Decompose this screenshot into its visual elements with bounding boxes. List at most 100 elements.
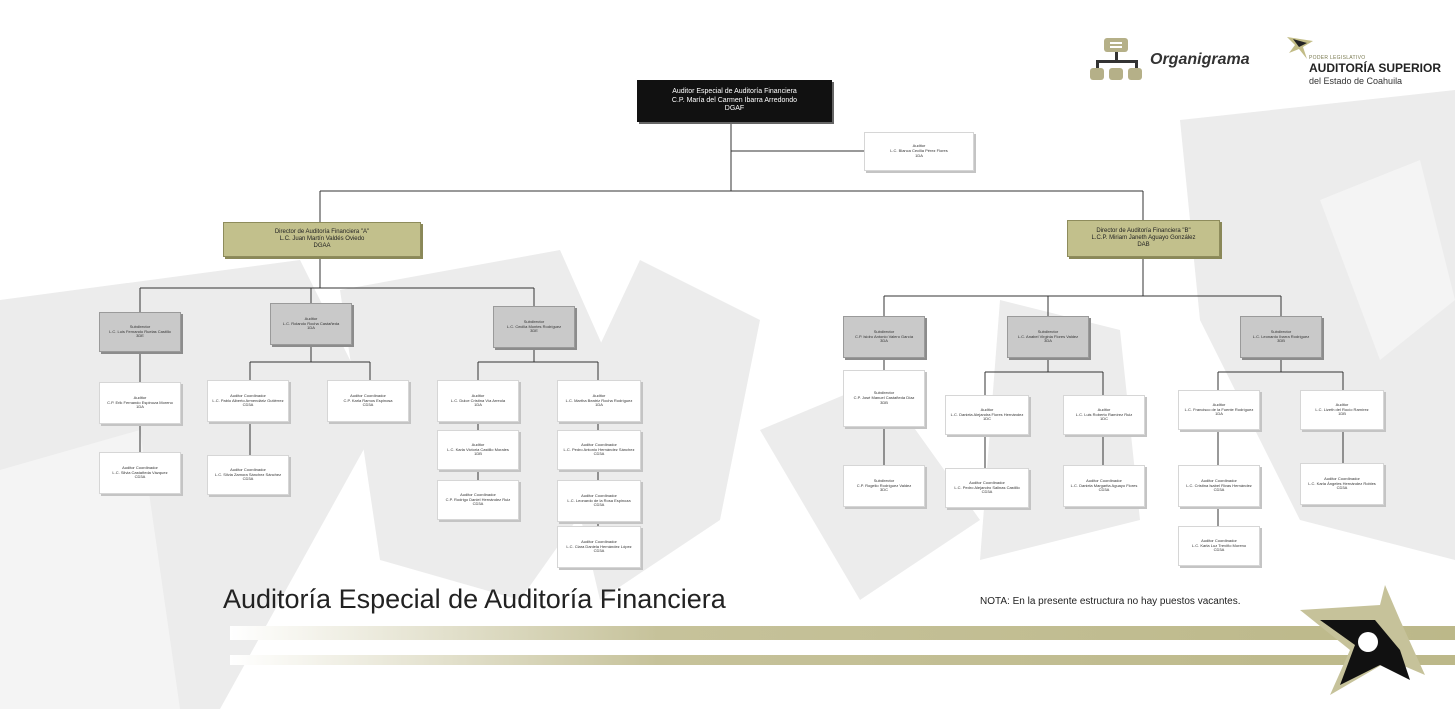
- node-person: L.C. Daniela Margarita Aguayo Flores: [1070, 482, 1138, 488]
- org-node-a3l3: Auditor Coordinador C.P. Rodrigo Daniel …: [437, 480, 519, 520]
- node-person: L.C. Leonardo Ibarra Rodríguez: [1252, 333, 1310, 339]
- org-node-b1: Subdirector C.P. Isidro Antonio Valero G…: [843, 316, 925, 358]
- node-code: 1DA: [595, 402, 603, 408]
- logo-main-text: AUDITORÍA SUPERIOR: [1309, 61, 1442, 75]
- node-role: Subdirector: [873, 328, 895, 334]
- node-person: L.C. Juan Martín Valdés Oviedo: [279, 235, 365, 242]
- node-person: L.C. Silvia Zamora Sánchez Sánchez: [214, 471, 282, 477]
- node-person: L.C. Karla Ángeles Hernández Robles: [1308, 480, 1376, 486]
- node-code: CD3A: [134, 474, 146, 480]
- node-person: C.P. Erik Fernando Espinoza Moreno: [107, 399, 173, 405]
- node-code: 1DA: [136, 404, 144, 410]
- node-role: Subdirector: [873, 390, 895, 396]
- node-code: 1DC: [1099, 416, 1108, 422]
- org-node-a3r4: Auditor Coordinador L.C. Clara Daniela H…: [557, 526, 641, 568]
- node-person: L.C.P. Miriam Janeth Aguayo González: [1091, 234, 1196, 241]
- node-person: L.C. Silvia Castañeda Vázquez: [112, 469, 168, 475]
- node-role: Auditor Coordinador: [1201, 477, 1237, 483]
- org-node-a3r1: Auditor L.C. Martha Beatriz Rocha Rodríg…: [557, 380, 641, 422]
- node-person: L.C. Daniela Alejandra Flores Hernández: [950, 411, 1024, 417]
- org-node-director-b: Director de Auditoría Financiera "B" L.C…: [1067, 220, 1220, 257]
- org-node-b3l3: Auditor Coordinador L.C. Karla Luz Trevi…: [1178, 526, 1260, 566]
- node-person: L.C. Rolando Rocha Castañeda: [282, 320, 340, 326]
- node-person: L.C. Pedro Alejandro Salinas Castillo: [954, 484, 1020, 490]
- node-code: CD3A: [1213, 487, 1225, 493]
- logo-sub-text: del Estado de Coahuila: [1309, 76, 1403, 86]
- node-code: 1DA: [474, 402, 482, 408]
- node-person: L.C. Luis Roberto Ramírez Ruiz: [1075, 411, 1133, 417]
- node-person: L.C. Luis Fernando Ruelas Castillo: [109, 328, 171, 334]
- node-role: Auditor: [471, 441, 485, 447]
- node-person: L.C. Lizeth del Rocío Ramírez: [1315, 406, 1369, 412]
- node-person: L.C. Pablo Alberto Armendáriz Gutiérrez: [212, 397, 284, 403]
- node-role: Auditor: [1335, 401, 1349, 407]
- node-code: 3DE: [530, 328, 538, 334]
- org-node-a3l2: Auditor L.C. Karla Victoria Castillo Mor…: [437, 430, 519, 470]
- org-node-a3: Subdirector L.C. Cecilia Montes Rodrígue…: [493, 306, 575, 348]
- node-code: 1DB: [1338, 411, 1346, 417]
- node-role: Subdirector: [523, 318, 545, 324]
- node-code: 1DB: [474, 451, 482, 457]
- node-role: Auditor Coordinador: [581, 441, 617, 447]
- node-role: Auditor Coordinador: [230, 466, 266, 472]
- organigrama-icon: [1090, 38, 1142, 80]
- org-node-b3: Subdirector L.C. Leonardo Ibarra Rodrígu…: [1240, 316, 1322, 358]
- node-person: L.C. Dulce Cristina Vía Arreola: [450, 397, 506, 403]
- node-person: C.P. José Manuel Castañeda Díaz: [853, 395, 915, 401]
- org-node-b3l2: Auditor Coordinador L.C. Cristina Isabel…: [1178, 465, 1260, 507]
- org-node-a2c3: Auditor Coordinador L.C. Silvia Zamora S…: [207, 455, 289, 495]
- node-role: Auditor Coordinador: [581, 538, 617, 544]
- node-role: Auditor Coordinador: [1086, 477, 1122, 483]
- node-code: DGAF: [724, 105, 745, 113]
- node-person: L.C. Pedro Antonio Hernández Sánchez: [563, 446, 635, 452]
- org-node-b3r1: Auditor L.C. Lizeth del Rocío Ramírez 1D…: [1300, 390, 1384, 430]
- node-role: Director de Auditoría Financiera "B": [1096, 227, 1191, 234]
- org-node-b2l1: Auditor L.C. Daniela Alejandra Flores He…: [945, 395, 1029, 435]
- node-role: Auditor: [592, 392, 606, 398]
- corner-star-icon: [1300, 585, 1425, 695]
- org-node-a1: Subdirector L.C. Luis Fernando Ruelas Ca…: [99, 312, 181, 352]
- node-role: Subdirector: [129, 323, 151, 329]
- node-code: 1DA: [915, 152, 923, 158]
- org-node-a3l1: Auditor L.C. Dulce Cristina Vía Arreola …: [437, 380, 519, 422]
- org-node-b3l1: Auditor L.C. Francisco de la Fuente Rodr…: [1178, 390, 1260, 430]
- node-code: CD3A: [362, 402, 374, 408]
- node-role: Subdirector: [873, 477, 895, 483]
- node-role: Auditor: [912, 143, 926, 149]
- node-code: CD3A: [242, 402, 254, 408]
- node-role: Auditor Coordinador: [230, 392, 266, 398]
- org-node-a2c1: Auditor Coordinador L.C. Pablo Alberto A…: [207, 380, 289, 422]
- vacancy-note: NOTA: En la presente estructura no hay p…: [980, 596, 1241, 607]
- node-code: DGAA: [313, 243, 331, 250]
- node-person: C.P. Isidro Antonio Valero García: [854, 333, 914, 339]
- node-code: 3DB: [1277, 338, 1285, 344]
- node-code: CD3A: [1098, 487, 1110, 493]
- node-code: 1DC: [982, 416, 991, 422]
- node-role: Auditor: [980, 406, 994, 412]
- node-role: Auditor: [304, 315, 318, 321]
- node-person: L.C. Cecilia Montes Rodríguez: [506, 323, 562, 329]
- org-node-auditor-especial: Auditor Especial de Auditoría Financiera…: [637, 80, 832, 122]
- node-role: Auditor: [1097, 406, 1111, 412]
- node-code: 3DA: [1044, 338, 1052, 344]
- node-role: Auditor Especial de Auditoría Financiera: [672, 88, 797, 96]
- node-role: Auditor Coordinador: [350, 392, 386, 398]
- node-code: CD3A: [242, 476, 254, 482]
- node-person: L.C. Clara Daniela Hernández López: [566, 543, 632, 549]
- organigrama-label: Organigrama: [1150, 51, 1250, 68]
- node-code: 1DA: [1215, 411, 1223, 417]
- node-person: L.C. Francisco de la Fuente Rodríguez: [1184, 406, 1254, 412]
- org-node-a2: Auditor L.C. Rolando Rocha Castañeda 1DA: [270, 303, 352, 345]
- node-code: CD3A: [593, 451, 605, 457]
- org-node-b2r2: Auditor Coordinador L.C. Daniela Margari…: [1063, 465, 1145, 507]
- node-role: Auditor Coordinador: [1324, 475, 1360, 481]
- node-role: Director de Auditoría Financiera "A": [274, 228, 370, 235]
- node-code: DAB: [1137, 242, 1150, 249]
- node-person: L.C. Karla Victoria Castillo Morales: [447, 446, 509, 452]
- node-role: Auditor: [133, 394, 147, 400]
- node-code: CD3A: [1336, 485, 1348, 491]
- org-node-b2: Subdirector L.C. Anabel Virginia Flores …: [1007, 316, 1089, 358]
- org-node-b1c1: Subdirector C.P. José Manuel Castañeda D…: [843, 370, 925, 427]
- node-person: C.P. María del Carmen Ibarra Arredondo: [671, 96, 798, 104]
